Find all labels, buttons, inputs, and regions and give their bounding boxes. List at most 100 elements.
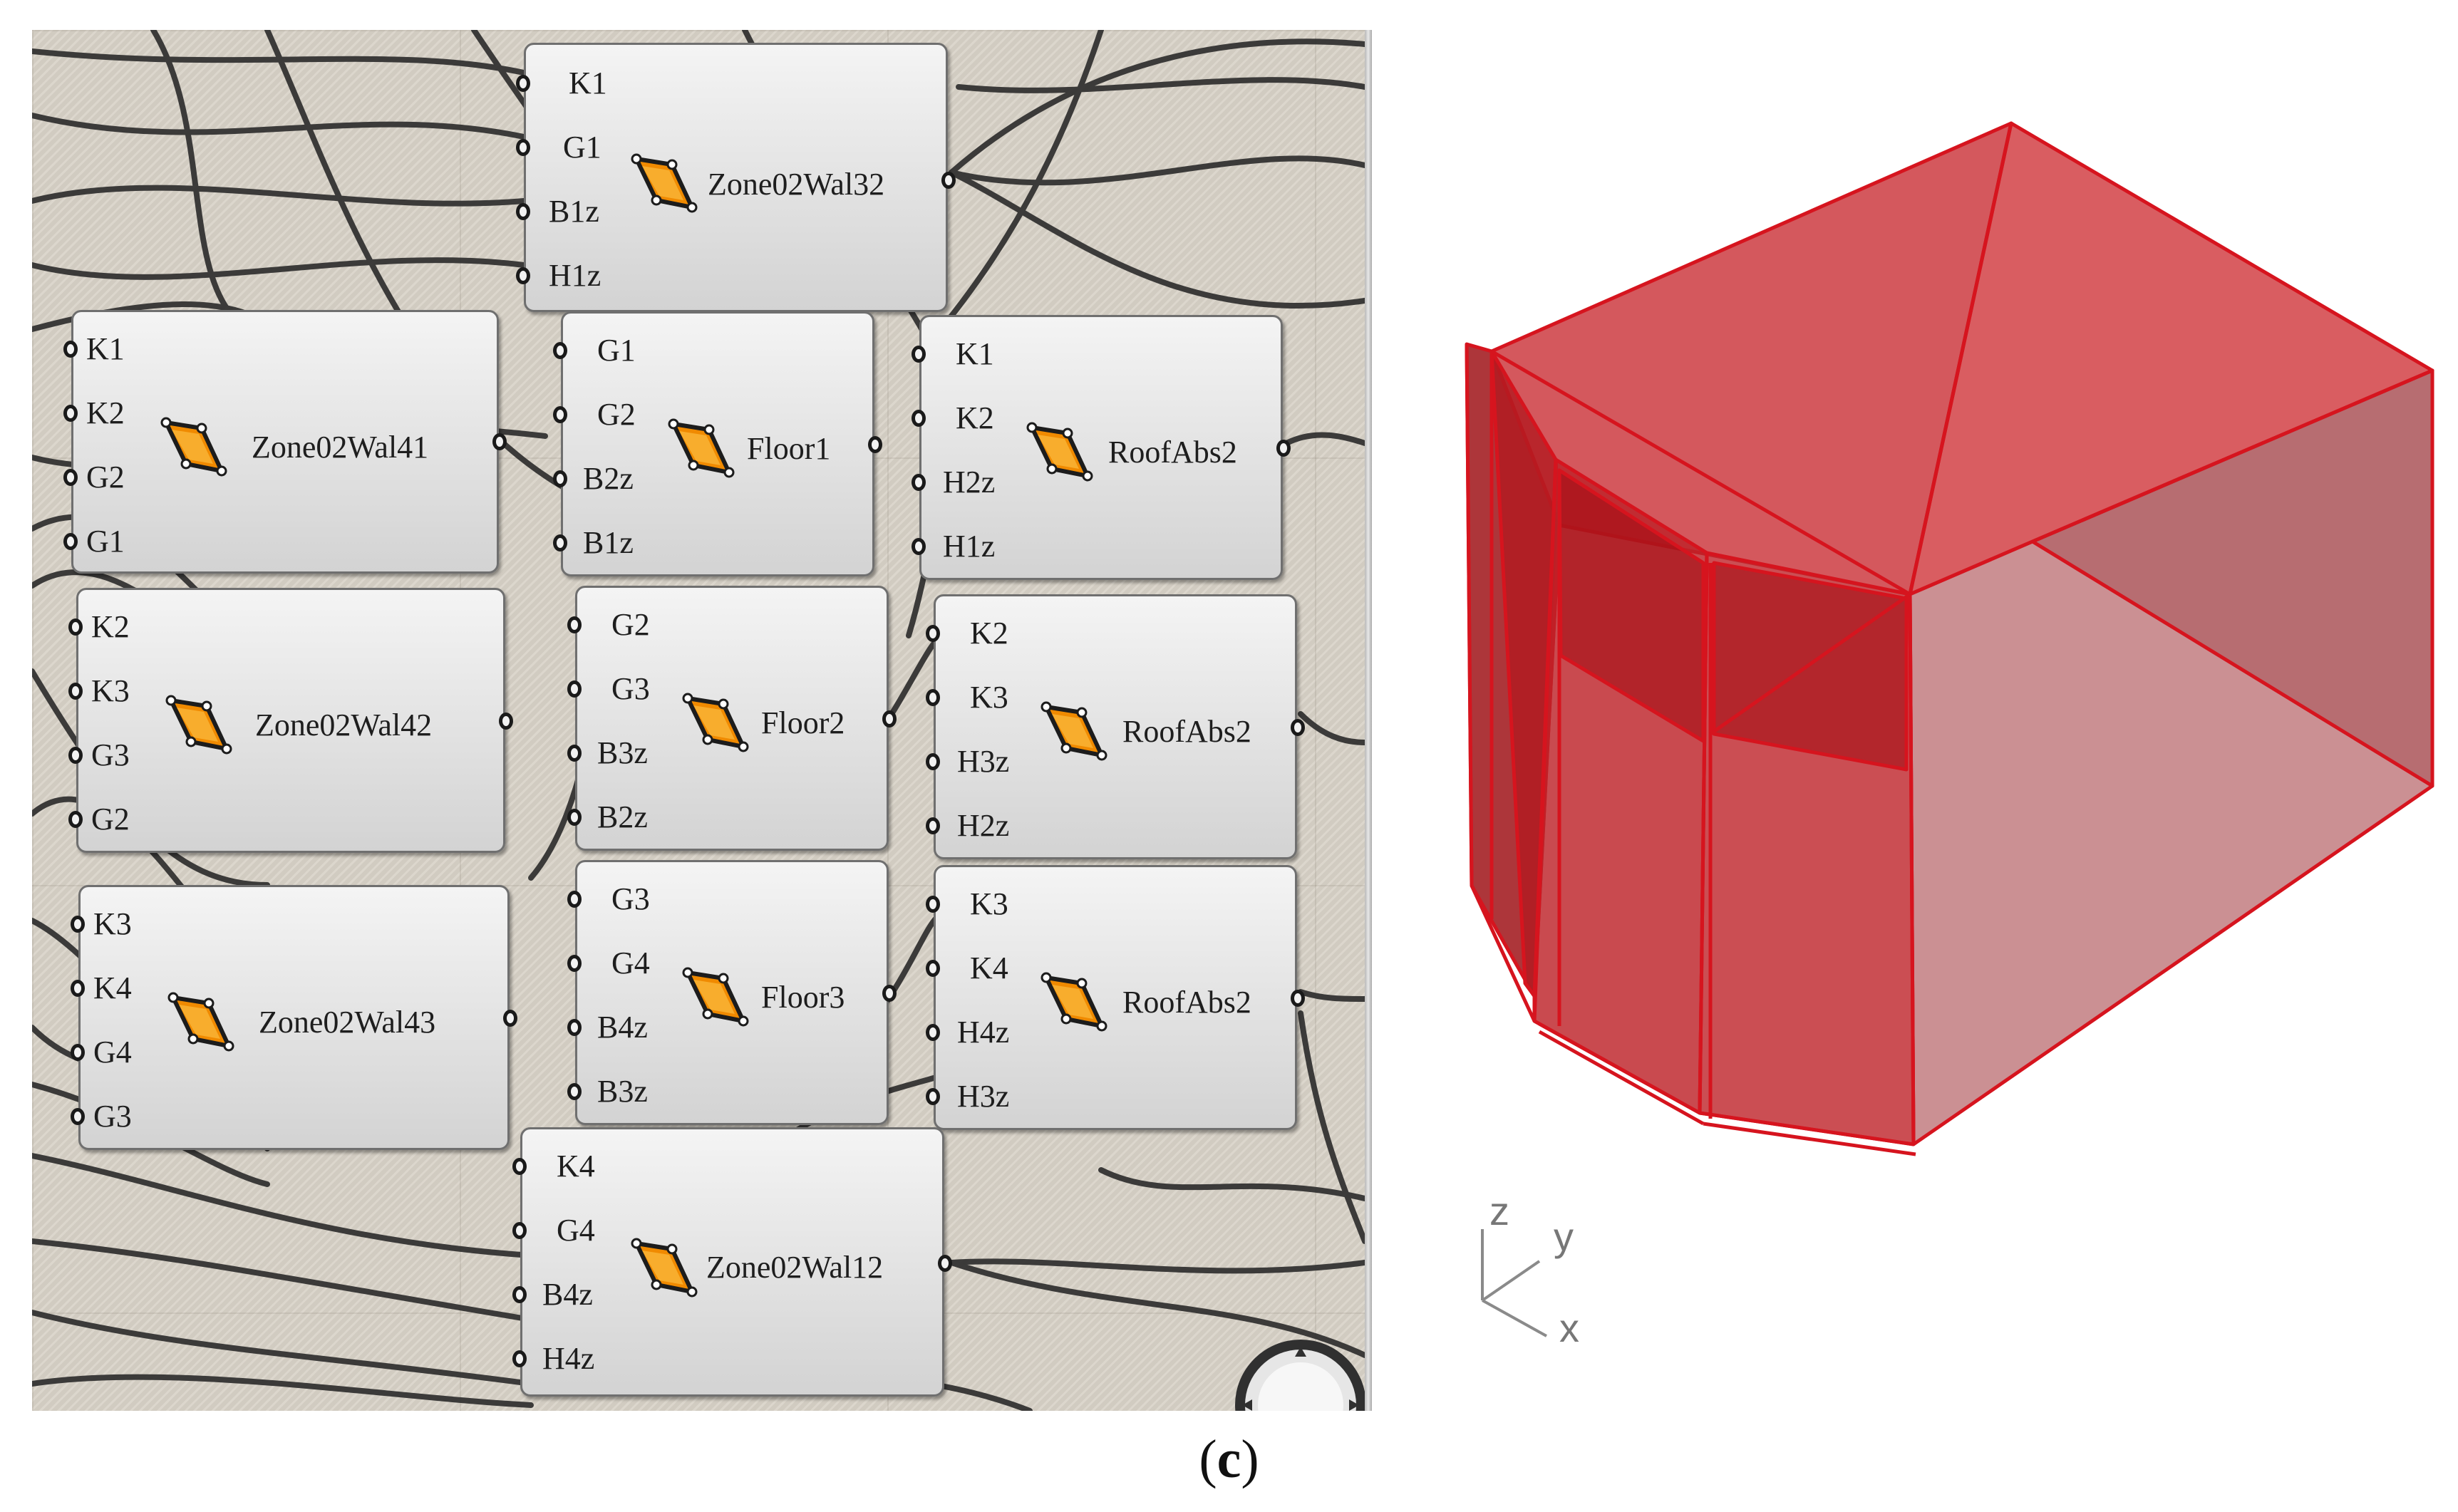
input-port[interactable] xyxy=(912,474,926,491)
component-title: RoofAbs2 xyxy=(1108,435,1237,470)
input-port[interactable] xyxy=(926,689,940,706)
component-zone02wal42[interactable]: K2 K3 G3 G2 Zone02Wal42 xyxy=(68,588,513,853)
input-label: B4z xyxy=(597,1010,648,1045)
input-label: K3 xyxy=(970,886,1008,921)
input-port[interactable] xyxy=(553,406,567,423)
input-port[interactable] xyxy=(567,809,582,826)
edge-line xyxy=(1470,884,1537,1022)
surface-icon xyxy=(160,417,227,477)
component-floor2[interactable]: G2 G3 B3z B2z Floor2 xyxy=(567,586,897,851)
input-port[interactable] xyxy=(71,980,85,997)
input-port[interactable] xyxy=(567,1019,582,1036)
input-port[interactable] xyxy=(68,747,83,764)
component-zone02wal32[interactable]: K1 G1 B1z H1z Zone02Wal32 xyxy=(516,43,956,312)
input-port[interactable] xyxy=(516,75,530,92)
component-floor1[interactable]: G1 G2 B2z B1z Floor1 xyxy=(553,311,882,576)
wire xyxy=(1298,1010,1365,1244)
wire xyxy=(956,77,1365,93)
input-port[interactable] xyxy=(71,1044,85,1061)
input-port[interactable] xyxy=(553,342,567,359)
wire xyxy=(32,48,527,76)
surface-icon xyxy=(165,695,232,755)
input-port[interactable] xyxy=(912,346,926,363)
input-label: G1 xyxy=(597,333,636,368)
input-port[interactable] xyxy=(926,817,940,834)
figure-caption: (c) xyxy=(0,1429,2458,1491)
input-port[interactable] xyxy=(912,538,926,555)
input-label: K3 xyxy=(91,673,130,708)
component-title: Zone02Wal42 xyxy=(255,708,433,742)
input-port[interactable] xyxy=(926,1088,940,1105)
output-port[interactable] xyxy=(938,1255,952,1272)
input-port[interactable] xyxy=(567,616,582,633)
wire xyxy=(1284,432,1365,446)
input-port[interactable] xyxy=(512,1286,527,1303)
surface-icon xyxy=(631,1238,698,1298)
component-roofabs2[interactable]: K2 K3 H3z H2z RoofAbs2 xyxy=(926,594,1305,859)
input-label: K1 xyxy=(956,336,994,371)
wire xyxy=(949,1258,1365,1274)
input-port[interactable] xyxy=(926,753,940,770)
input-port[interactable] xyxy=(926,960,940,977)
input-port[interactable] xyxy=(63,533,78,550)
input-port[interactable] xyxy=(63,469,78,486)
component-roofabs2[interactable]: K1 K2 H2z H1z RoofAbs2 xyxy=(912,315,1291,580)
output-port[interactable] xyxy=(503,1010,517,1027)
input-port[interactable] xyxy=(567,745,582,762)
input-port[interactable] xyxy=(71,1108,85,1125)
input-port[interactable] xyxy=(926,1024,940,1041)
input-port[interactable] xyxy=(63,341,78,358)
input-port[interactable] xyxy=(512,1222,527,1239)
output-port[interactable] xyxy=(499,713,513,730)
input-port[interactable] xyxy=(926,896,940,913)
output-port[interactable] xyxy=(1291,990,1305,1007)
input-label: K1 xyxy=(86,331,125,366)
input-label: H3z xyxy=(957,744,1010,779)
input-port[interactable] xyxy=(567,891,582,908)
input-port[interactable] xyxy=(926,625,940,642)
input-port[interactable] xyxy=(68,683,83,700)
input-port[interactable] xyxy=(553,534,567,552)
input-port[interactable] xyxy=(512,1158,527,1175)
wire xyxy=(32,1153,534,1258)
wire xyxy=(949,155,1365,186)
grasshopper-canvas[interactable]: K1 G1 B1z H1z Zone02Wal32 K1 K2 G2 G1 xyxy=(32,30,1365,1411)
output-port[interactable] xyxy=(1276,440,1291,457)
surface-icon xyxy=(1040,701,1107,761)
input-label: B3z xyxy=(597,735,648,770)
building-zone-3d-view[interactable] xyxy=(1454,107,2452,1161)
input-label: B3z xyxy=(597,1074,648,1109)
component-title: RoofAbs2 xyxy=(1122,985,1251,1020)
input-port[interactable] xyxy=(68,811,83,828)
input-port[interactable] xyxy=(553,470,567,487)
component-zone02wal12[interactable]: K4 G4 B4z H4z Zone02Wal12 xyxy=(512,1127,952,1397)
input-port[interactable] xyxy=(68,618,83,636)
component-roofabs2[interactable]: K3 K4 H4z H3z RoofAbs2 xyxy=(926,865,1305,1130)
component-zone02wal41[interactable]: K1 K2 G2 G1 Zone02Wal41 xyxy=(63,310,507,574)
input-port[interactable] xyxy=(516,139,530,156)
input-port[interactable] xyxy=(912,410,926,427)
input-label: G2 xyxy=(91,802,130,837)
input-port[interactable] xyxy=(516,203,530,220)
output-port[interactable] xyxy=(882,710,897,727)
output-port[interactable] xyxy=(1291,719,1305,736)
input-port[interactable] xyxy=(71,916,85,933)
input-port[interactable] xyxy=(567,680,582,698)
edge-line xyxy=(1908,123,2013,595)
component-floor3[interactable]: G3 G4 B4z B3z Floor3 xyxy=(567,860,897,1125)
input-port[interactable] xyxy=(512,1350,527,1367)
panel-divider[interactable] xyxy=(1365,30,1372,1411)
input-label: G4 xyxy=(611,946,650,980)
output-port[interactable] xyxy=(941,172,956,189)
axis-label-z: z xyxy=(1489,1189,1509,1233)
component-zone02wal43[interactable]: K3 K4 G4 G3 Zone02Wal43 xyxy=(71,885,517,1150)
output-port[interactable] xyxy=(868,436,882,453)
input-port[interactable] xyxy=(567,955,582,972)
output-port[interactable] xyxy=(882,985,897,1002)
navigation-compass-icon[interactable] xyxy=(1229,1334,1365,1411)
surface-icon xyxy=(682,967,749,1027)
input-port[interactable] xyxy=(567,1083,582,1100)
input-port[interactable] xyxy=(63,405,78,422)
output-port[interactable] xyxy=(492,433,507,450)
input-port[interactable] xyxy=(516,267,530,284)
